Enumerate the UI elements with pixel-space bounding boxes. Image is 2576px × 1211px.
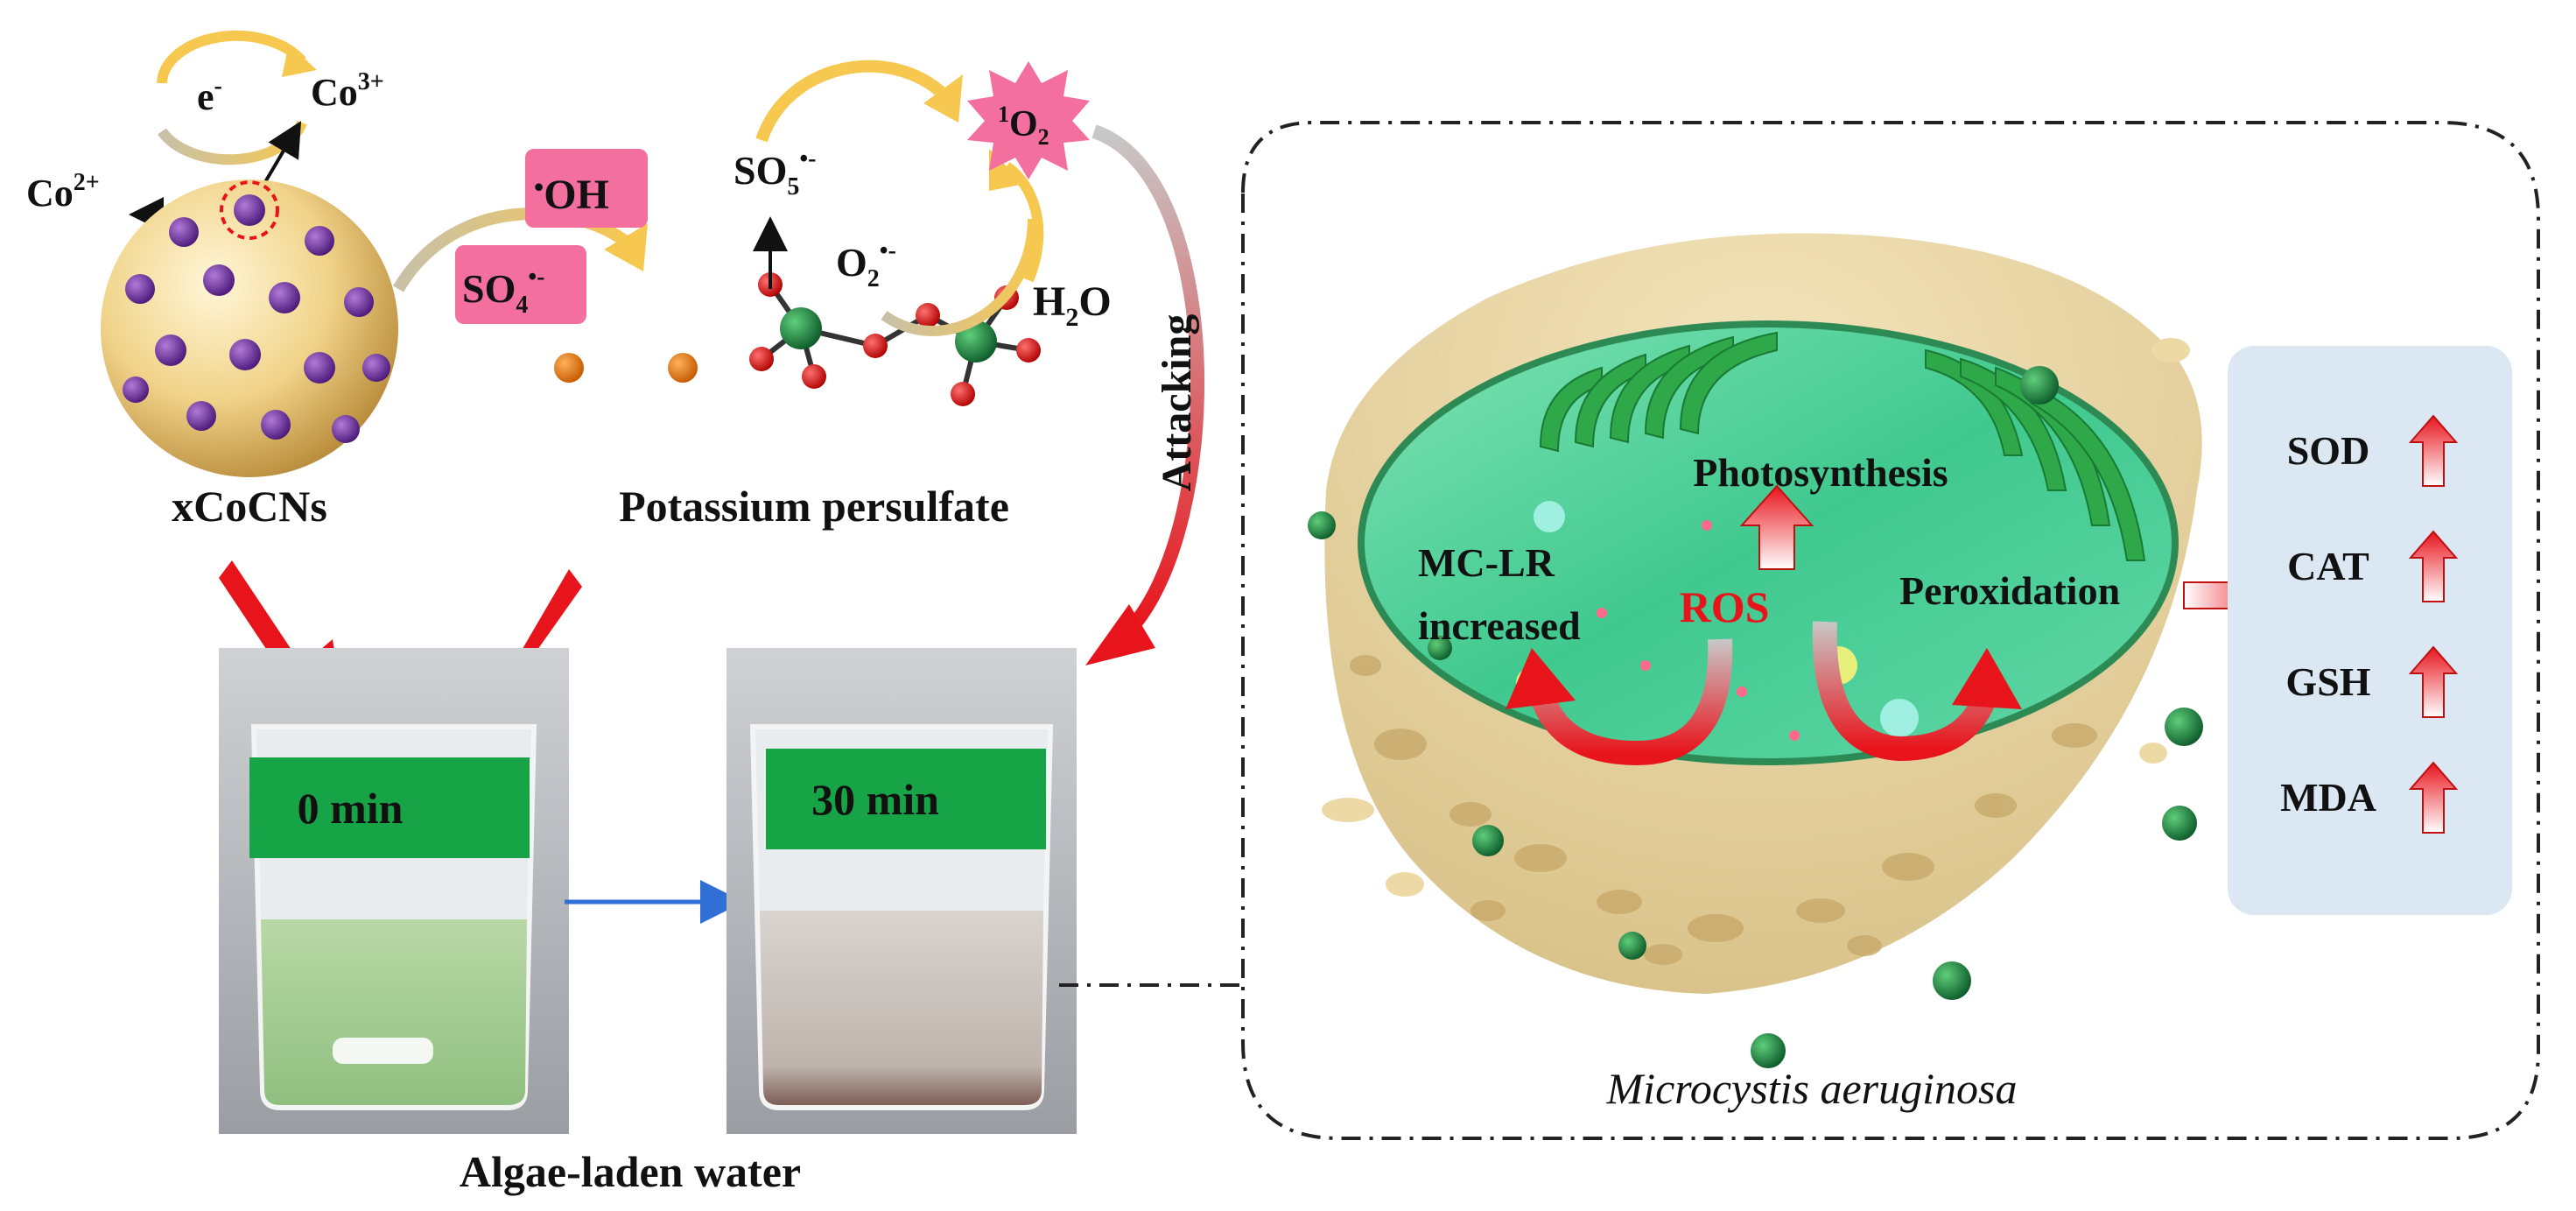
enzyme-increase-arrow-mda: [2408, 761, 2459, 834]
enzyme-increase-arrow-gsh: [2408, 645, 2459, 718]
cell-external-particles: [1308, 366, 2203, 1068]
beaker-before-stirbar: [333, 1038, 433, 1064]
electron-cycle-arrow-top-head: [282, 44, 317, 77]
activation-arrow-head: [604, 223, 648, 271]
superoxide-cycle-arrow: [881, 218, 1038, 336]
ros-label: ROS: [1680, 582, 1770, 631]
cell-shell-pores: [1350, 655, 2097, 965]
beaker-before: 0 min: [219, 648, 569, 1134]
superoxide-label: O2•-: [836, 237, 896, 292]
enzyme-label-gsh: GSH: [2285, 659, 2370, 704]
so5-to-singlet-arrow: [755, 60, 950, 143]
time-box-after: [766, 749, 1046, 849]
mclr-curved-arrow-head: [1506, 648, 1576, 709]
potassium-ion-2: [668, 353, 698, 383]
singlet-oxygen-burst: [967, 61, 1090, 180]
photosynthesis-label: Photosynthesis: [1693, 450, 1948, 495]
attacking-arrow-group: Attacking: [1085, 124, 1204, 665]
enzyme-label-cat: CAT: [2287, 544, 2369, 588]
enzyme-panel-bg: [2228, 346, 2512, 915]
mclr-label-line2: increased: [1418, 603, 1581, 648]
beaker-after: 30 min: [726, 648, 1077, 1134]
so5-to-singlet-arrow-head: [923, 74, 963, 123]
catalyst-group: e- Co3+ Co2+ xCoCNs: [26, 30, 398, 531]
so4-radical-label: SO4•-: [462, 264, 545, 319]
potassium-ion-1: [554, 353, 584, 383]
algae-cell: [1308, 233, 2203, 1068]
time-box-before: [249, 757, 530, 858]
electron-cycle-arrow-top: [157, 30, 306, 84]
so4-radical-box: [455, 245, 586, 324]
beakers-caption: Algae-laden water: [460, 1147, 801, 1196]
callout-border: [1241, 121, 2540, 1140]
persulfate-molecule: [749, 272, 1041, 406]
superoxide-cycle-arrow-up: [1003, 162, 1044, 283]
co3-label: Co3+: [311, 68, 384, 114]
so5-radical-label: SO5•-: [733, 145, 817, 201]
active-site-highlight: [220, 180, 279, 240]
catalyst-label: xCoCNs: [172, 482, 327, 531]
radicals-group: •OH SO4•- Potassium persul: [392, 60, 1112, 531]
time-label-after: 30 min: [811, 775, 939, 824]
beaker-before-water: [261, 919, 527, 1105]
electron-label: e-: [197, 73, 222, 118]
cell-debris: [1322, 338, 2190, 897]
beaker-after-water: [760, 911, 1043, 1105]
catalyst-cobalt-sites: [123, 194, 390, 443]
zoom-callout: [1059, 121, 2540, 1140]
peroxidation-curved-arrow: [1812, 621, 1999, 762]
persulfate-label: Potassium persulfate: [619, 482, 1009, 531]
attacking-label: Attacking: [1154, 314, 1200, 492]
thylakoid-stack-left: [1539, 331, 1778, 453]
peroxidation-curved-arrow-head: [1952, 648, 2022, 709]
enzyme-increase-arrow-sod: [2408, 414, 2459, 487]
water-label: H2O: [1033, 278, 1112, 332]
attacking-arrow: [1091, 124, 1204, 636]
photosynthesis-up-arrow: [1739, 484, 1814, 570]
enzyme-label-sod: SOD: [2287, 428, 2370, 473]
oh-radical-box: [525, 149, 648, 228]
peroxidation-label: Peroxidation: [1899, 568, 2120, 613]
enzyme-panel: SOD CAT GSH MDA: [2228, 346, 2512, 915]
mclr-curved-arrow: [1528, 638, 1733, 766]
mclr-label-line1: MC-LR: [1418, 540, 1555, 585]
oh-radical-label: •OH: [534, 171, 609, 218]
singlet-oxygen-label: 1O2: [998, 102, 1049, 150]
activation-arrow: [392, 208, 635, 292]
enzyme-label-mda: MDA: [2280, 775, 2376, 820]
attacking-arrow-head: [1085, 604, 1155, 665]
time-label-before: 0 min: [298, 784, 404, 833]
enzyme-increase-arrow-cat: [2408, 530, 2459, 602]
co2-label: Co2+: [26, 169, 100, 215]
species-label: Microcystis aeruginosa: [1606, 1064, 2018, 1113]
